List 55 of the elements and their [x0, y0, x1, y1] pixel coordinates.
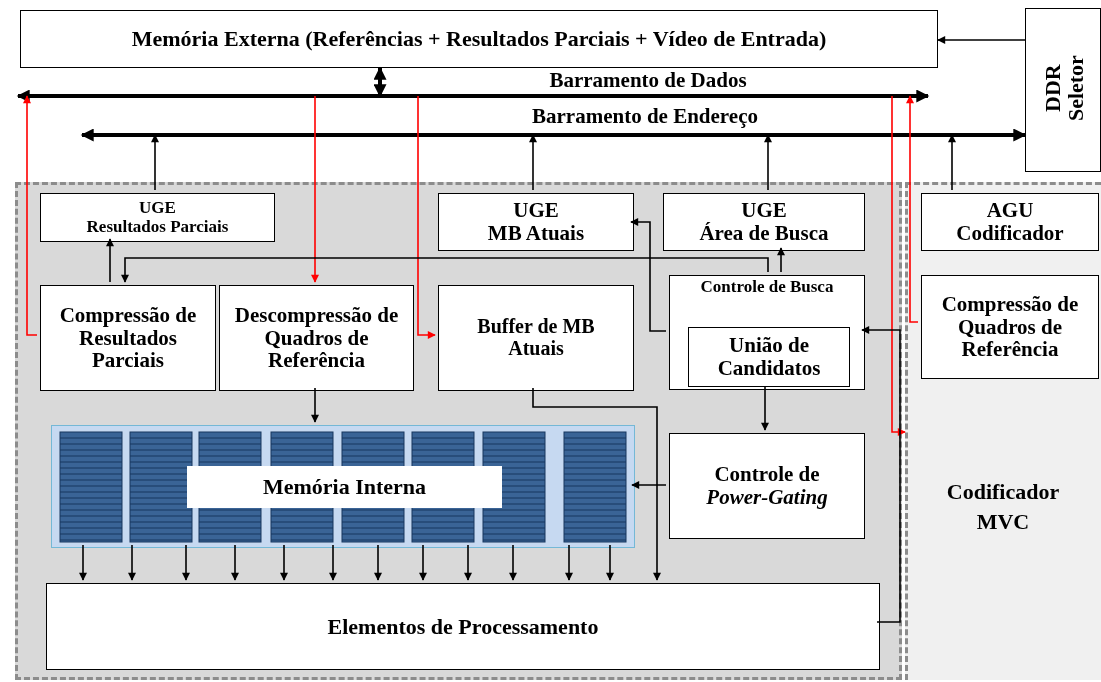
arrow: [23, 95, 38, 336]
arrow: [311, 387, 319, 423]
arrow: [891, 95, 906, 436]
arrow: [861, 326, 901, 623]
arrow: [79, 544, 87, 581]
arrow: [906, 95, 919, 323]
box-label: UGE: [741, 199, 787, 222]
box-label: Resultados Parciais: [86, 217, 229, 236]
arrow: [280, 544, 288, 581]
arrow: [1000, 128, 1027, 142]
arrow: [417, 95, 436, 339]
box-label: Descompressão de Quadros de Referência: [233, 304, 400, 372]
arrow: [630, 218, 667, 332]
box-label: MB Atuais: [487, 222, 585, 245]
arrow: [374, 544, 382, 581]
arrow: [151, 134, 159, 191]
box-label: Memória Externa (Referências + Resultados Parciais + Vídeo de Entrada): [131, 27, 827, 51]
arrow: [631, 481, 667, 489]
box-label: UGE: [139, 199, 176, 218]
region-label: Codificador MVC: [945, 478, 1061, 536]
bus-label: Barramento de Endereço: [531, 106, 759, 127]
arrow: [509, 544, 517, 581]
arrow: [182, 544, 190, 581]
arrow: [464, 544, 472, 581]
arrow: [565, 544, 573, 581]
memory-label: Memória Interna: [187, 466, 502, 508]
arrow: [106, 238, 114, 283]
box-label: UGE: [513, 199, 559, 222]
arrow: [329, 544, 337, 581]
box-label: Controle de Power-Gating: [705, 463, 829, 509]
bus-label: Barramento de Dados: [548, 70, 748, 91]
box-label: DDR Seletor: [1040, 54, 1088, 124]
arrow: [937, 36, 1026, 44]
arrow: [948, 134, 956, 191]
arrow: [761, 386, 769, 431]
arrow: [311, 95, 319, 283]
box-label: União de Candidatos: [716, 334, 822, 380]
arrow: [128, 544, 136, 581]
box-label: Elementos de Processamento: [327, 614, 599, 639]
box-label: Área de Busca: [699, 222, 829, 245]
box-label: Codificador: [956, 222, 1064, 245]
dashed-region: [15, 182, 902, 680]
arrow: [231, 544, 239, 581]
arrow: [532, 387, 661, 581]
box-label: AGU: [986, 199, 1034, 222]
box-label: Buffer de MB Atuais: [476, 316, 596, 360]
box-label: Compressão de Quadros de Referência: [940, 293, 1080, 361]
box-label: Controle de Busca: [700, 278, 834, 297]
arrow: [529, 134, 537, 191]
arrow: [419, 544, 427, 581]
box-label: Compressão de Resultados Parciais: [58, 304, 198, 372]
arrow: [121, 257, 769, 283]
arrow: [764, 134, 772, 191]
arrow: [606, 544, 614, 581]
arrow: [777, 247, 785, 273]
